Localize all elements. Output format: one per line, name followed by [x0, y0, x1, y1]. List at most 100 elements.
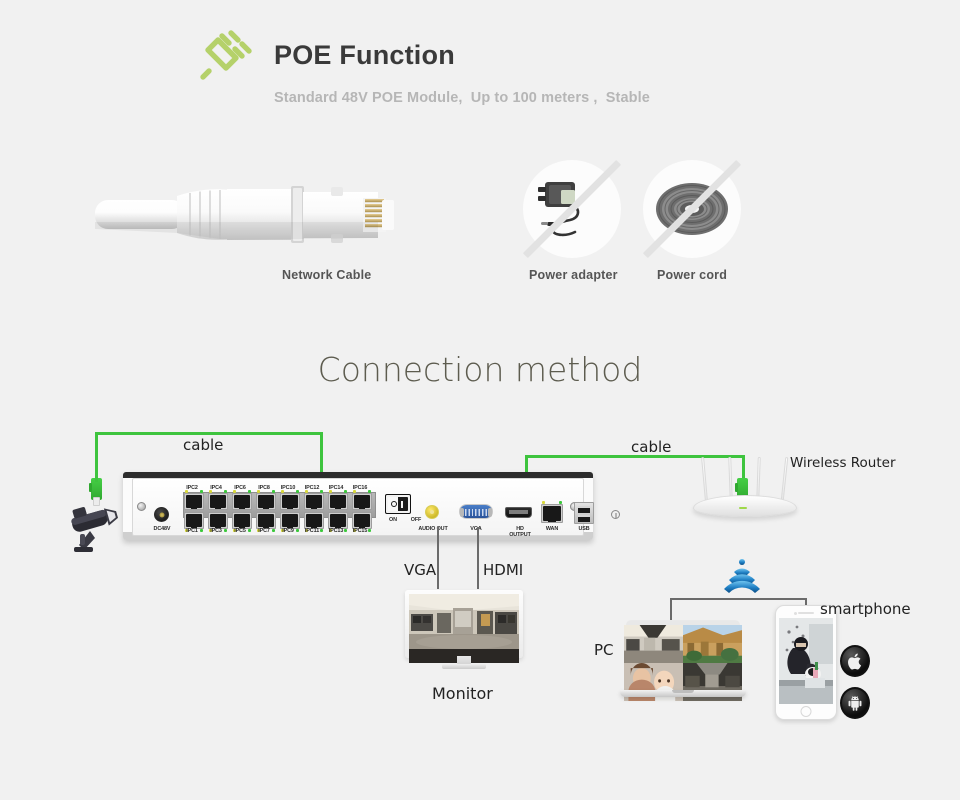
port-label-ipc14: IPC14	[328, 485, 344, 491]
rj45-port-ipc10[interactable]	[280, 490, 300, 510]
wifi-bracket-horizontal	[670, 598, 807, 600]
audio-out-label: AUDIO OUT	[418, 526, 448, 532]
phone-home-button[interactable]	[800, 706, 812, 717]
rj45-port-ipc11[interactable]	[304, 512, 324, 532]
quad-view-office	[624, 625, 683, 664]
rj45-port-ipc7[interactable]	[256, 512, 276, 532]
excluded-power-cord	[642, 159, 742, 259]
rj45-port-ipc4[interactable]	[208, 490, 228, 510]
hdmi-port-label: HD OUTPUT	[509, 526, 531, 538]
section-title: Connection method	[317, 350, 643, 389]
cable-left-vertical	[95, 432, 98, 482]
monitor-label: Monitor	[432, 684, 493, 703]
apple-logo-icon	[840, 645, 870, 677]
monitor-screen	[409, 594, 519, 663]
android-robot-icon	[840, 687, 870, 719]
router-led	[739, 507, 747, 509]
cable-label-right: cable	[631, 438, 672, 456]
wifi-bracket-to-pc	[670, 598, 672, 626]
dc-power-label: DC48V	[153, 526, 171, 532]
rj45-port-ipc13[interactable]	[328, 512, 348, 532]
hdmi-port[interactable]	[505, 507, 532, 518]
page-title: POE Function	[274, 40, 455, 70]
cable-left-horizontal	[95, 432, 323, 435]
rj45-port-ipc16[interactable]	[352, 490, 372, 510]
port-label-ipc10: IPC10	[280, 485, 296, 491]
port-label-ipc13: IPC13	[328, 528, 344, 534]
network-cable-image	[95, 160, 445, 270]
power-adapter-label: Power adapter	[529, 268, 618, 282]
nvr-screw-left	[137, 502, 146, 511]
rj45-port-ipc5[interactable]	[232, 512, 252, 532]
rj45-port-ipc15[interactable]	[352, 512, 372, 532]
rj45-port-ipc2[interactable]	[184, 490, 204, 510]
usb-port-label: USB	[578, 526, 590, 532]
usb-ports[interactable]	[574, 502, 594, 524]
port-label-ipc12: IPC12	[304, 485, 320, 491]
vga-label: VGA	[404, 561, 437, 579]
cctv-camera-icon	[68, 498, 126, 558]
page-subtitle: Standard 48V POE Module, Up to 100 meter…	[274, 90, 650, 106]
switch-off-label: OFF	[410, 517, 422, 523]
cable-label-left: cable	[183, 436, 224, 454]
wan-port[interactable]	[541, 501, 563, 523]
smartphone-device	[775, 605, 837, 720]
port-label-ipc16: IPC16	[352, 485, 368, 491]
cable-right-horizontal	[525, 455, 745, 458]
router-antenna-1	[701, 456, 708, 502]
port-label-ipc4: IPC4	[210, 485, 222, 491]
port-label-ipc1: IPC1	[186, 528, 198, 534]
laptop-trackpad-notch	[672, 690, 694, 693]
monitor-stand	[457, 656, 471, 666]
router-antenna-4	[780, 456, 789, 502]
rj45-port-ipc14[interactable]	[328, 490, 348, 510]
phone-speaker	[798, 612, 814, 614]
hdmi-label: HDMI	[483, 561, 524, 579]
power-adapter-icon	[523, 160, 621, 258]
laptop-pc	[620, 620, 746, 706]
ground-terminal	[611, 510, 620, 519]
port-label-ipc3: IPC3	[210, 528, 222, 534]
pc-label: PC	[594, 641, 614, 659]
cable-right-down	[742, 455, 745, 483]
vga-connector-line	[437, 527, 439, 589]
smartphone-label: smartphone	[820, 600, 911, 618]
port-label-ipc11: IPC11	[304, 528, 320, 534]
cable-left-down	[320, 432, 323, 480]
vga-port-label: VGA	[470, 526, 482, 532]
cable-plug-camera	[89, 478, 102, 506]
wireless-router	[693, 455, 797, 517]
port-label-ipc8: IPC8	[258, 485, 270, 491]
cable-right-up	[525, 455, 528, 483]
wifi-signal-icon	[722, 558, 762, 594]
laptop-base	[620, 690, 746, 697]
port-label-ipc9: IPC9	[282, 528, 294, 534]
monitor-device	[405, 590, 523, 672]
quad-view-building	[683, 625, 742, 664]
power-plug-icon	[198, 30, 252, 82]
phone-front-camera-icon	[794, 611, 797, 615]
rj45-port-ipc3[interactable]	[208, 512, 228, 532]
switch-on-label: ON	[389, 517, 397, 523]
dc-power-jack	[154, 507, 169, 522]
vga-port[interactable]	[459, 504, 493, 519]
port-label-ipc5: IPC5	[234, 528, 246, 534]
rj45-port-ipc1[interactable]	[184, 512, 204, 532]
hdmi-connector-line	[477, 527, 479, 589]
router-label: Wireless Router	[790, 455, 896, 471]
nvr-device: DC48V IPC2 IPC4 IPC6 IPC8 IPC10 IPC12 IP…	[123, 472, 620, 540]
port-label-ipc2: IPC2	[186, 485, 198, 491]
router-body	[693, 495, 797, 517]
power-switch[interactable]	[385, 494, 411, 514]
power-cord-label: Power cord	[657, 268, 728, 282]
rj45-port-ipc8[interactable]	[256, 490, 276, 510]
rj45-port-ipc9[interactable]	[280, 512, 300, 532]
excluded-power-adapter	[522, 159, 622, 259]
rj45-port-ipc12[interactable]	[304, 490, 324, 510]
audio-out-port[interactable]	[425, 505, 439, 519]
monitor-foot	[442, 664, 486, 669]
port-label-ipc15: IPC15	[352, 528, 368, 534]
rj45-port-ipc6[interactable]	[232, 490, 252, 510]
wan-port-label: WAN	[545, 526, 559, 532]
